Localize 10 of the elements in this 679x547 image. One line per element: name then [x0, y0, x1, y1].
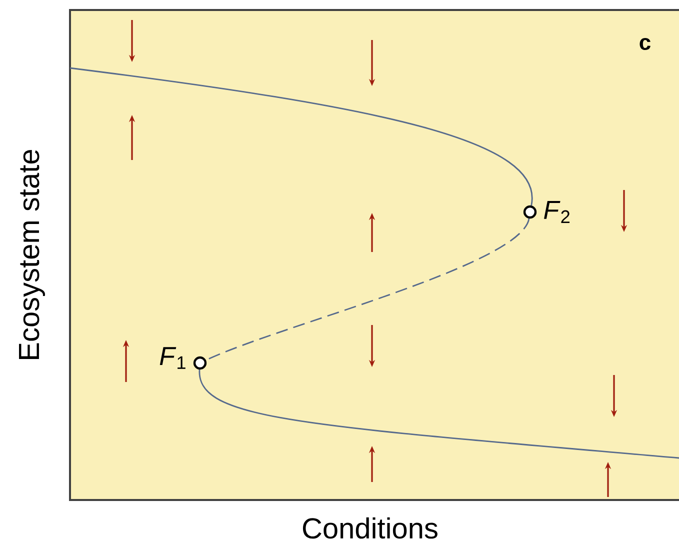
panel-letter: c: [640, 38, 650, 50]
point-label: F$_{1}$: [160, 347, 186, 369]
curve: [70, 67, 532, 206]
point-marker: [523, 205, 537, 219]
curve: [198, 370, 679, 459]
dashed-curve: [206, 218, 530, 361]
point-marker: [193, 356, 207, 370]
point-label: F$_{2}$: [544, 200, 570, 223]
axis-label: Ecosystem state: [19, 150, 45, 359]
axis-label: Conditions: [302, 517, 438, 539]
